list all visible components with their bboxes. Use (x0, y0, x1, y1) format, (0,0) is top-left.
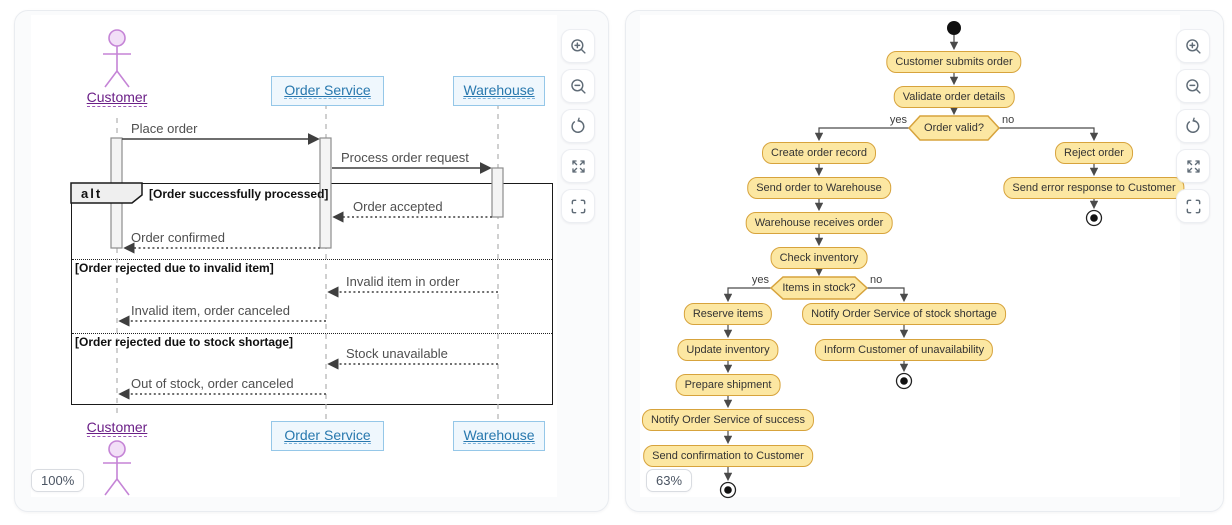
alt-section-divider (72, 259, 552, 260)
fit-view-button[interactable] (561, 189, 595, 223)
alt-condition-invalid-item: [Order rejected due to invalid item] (75, 261, 274, 275)
zoom-out-icon (1185, 78, 1201, 94)
reset-view-button[interactable] (1176, 109, 1210, 143)
fit-view-button[interactable] (1176, 189, 1210, 223)
zoom-in-icon (1185, 38, 1201, 54)
activity-update-inventory: Update inventory (677, 339, 779, 361)
alt-section-divider (72, 333, 552, 334)
activity-check-inventory: Check inventory (770, 247, 868, 269)
reset-icon (570, 117, 584, 133)
participant-box-warehouse-top: Warehouse (453, 76, 545, 106)
message-place-order: Place order (131, 121, 198, 136)
reset-icon (1185, 117, 1199, 133)
zoom-out-icon (570, 78, 586, 94)
actor-label-customer-top: Customer (86, 89, 148, 107)
actor-label-customer-bottom: Customer (86, 419, 148, 437)
branch-label-yes: yes (889, 114, 907, 126)
participant-box-order-service-bottom: Order Service (271, 421, 384, 451)
alt-condition-success: [Order successfully processed] (149, 187, 329, 201)
activity-reject-order: Reject order (1055, 142, 1133, 164)
reset-view-button[interactable] (561, 109, 595, 143)
decision-items-in-stock-label: Items in stock? (782, 282, 856, 294)
activity-validate-order-details: Validate order details (893, 86, 1015, 108)
zoom-level-badge: 100% (31, 469, 85, 492)
zoom-out-button[interactable] (561, 69, 595, 103)
message-process-order-request: Process order request (341, 150, 469, 165)
activity-send-confirmation-to-customer: Send confirmation to Customer (643, 445, 813, 467)
message-stock-unavailable: Stock unavailable (346, 346, 448, 361)
expand-icon (1186, 159, 1200, 173)
decision-order-valid-label: Order valid? (924, 122, 984, 134)
diagram-controls (561, 29, 595, 223)
activity-create-order-record: Create order record (762, 142, 876, 164)
expand-button[interactable] (1176, 149, 1210, 183)
expand-icon (571, 159, 585, 173)
participant-box-order-service-top: Order Service (271, 76, 384, 106)
sequence-diagram-panel: alt [Order successfully processed] [Orde… (14, 10, 609, 512)
participant-box-warehouse-bottom: Warehouse (453, 421, 545, 451)
alt-operator-label: alt (81, 186, 103, 201)
activity-notify-order-service-success: Notify Order Service of success (641, 409, 815, 431)
activity-diagram-panel: Customer submits order Validate order de… (625, 10, 1224, 512)
alt-frame (71, 183, 553, 405)
activity-notify-order-service-stock-shortage: Notify Order Service of stock shortage (802, 303, 1006, 325)
message-invalid-item-in-order: Invalid item in order (346, 274, 460, 289)
branch-label-yes: yes (751, 274, 769, 286)
message-order-accepted: Order accepted (353, 199, 443, 214)
activity-warehouse-receives-order: Warehouse receives order (745, 212, 893, 234)
fit-view-icon (571, 199, 585, 213)
activity-send-order-to-warehouse: Send order to Warehouse (747, 177, 891, 199)
activity-customer-submits-order: Customer submits order (886, 51, 1022, 73)
message-invalid-item-canceled: Invalid item, order canceled (131, 303, 290, 318)
message-out-of-stock-canceled: Out of stock, order canceled (131, 376, 294, 391)
message-order-confirmed: Order confirmed (131, 230, 225, 245)
activity-send-error-response-to-customer: Send error response to Customer (1003, 177, 1185, 199)
alt-condition-stock-shortage: [Order rejected due to stock shortage] (75, 335, 294, 349)
zoom-in-icon (570, 38, 586, 54)
zoom-out-button[interactable] (1176, 69, 1210, 103)
zoom-in-button[interactable] (1176, 29, 1210, 63)
fit-view-icon (1186, 199, 1200, 213)
branch-label-no: no (1002, 114, 1015, 126)
activity-inform-customer-unavailability: Inform Customer of unavailability (814, 339, 994, 361)
zoom-level-badge: 63% (646, 469, 693, 492)
zoom-in-button[interactable] (561, 29, 595, 63)
expand-button[interactable] (561, 149, 595, 183)
activity-prepare-shipment: Prepare shipment (675, 374, 781, 396)
branch-label-no: no (870, 274, 883, 286)
activity-reserve-items: Reserve items (683, 303, 773, 325)
diagram-controls (1176, 29, 1210, 223)
